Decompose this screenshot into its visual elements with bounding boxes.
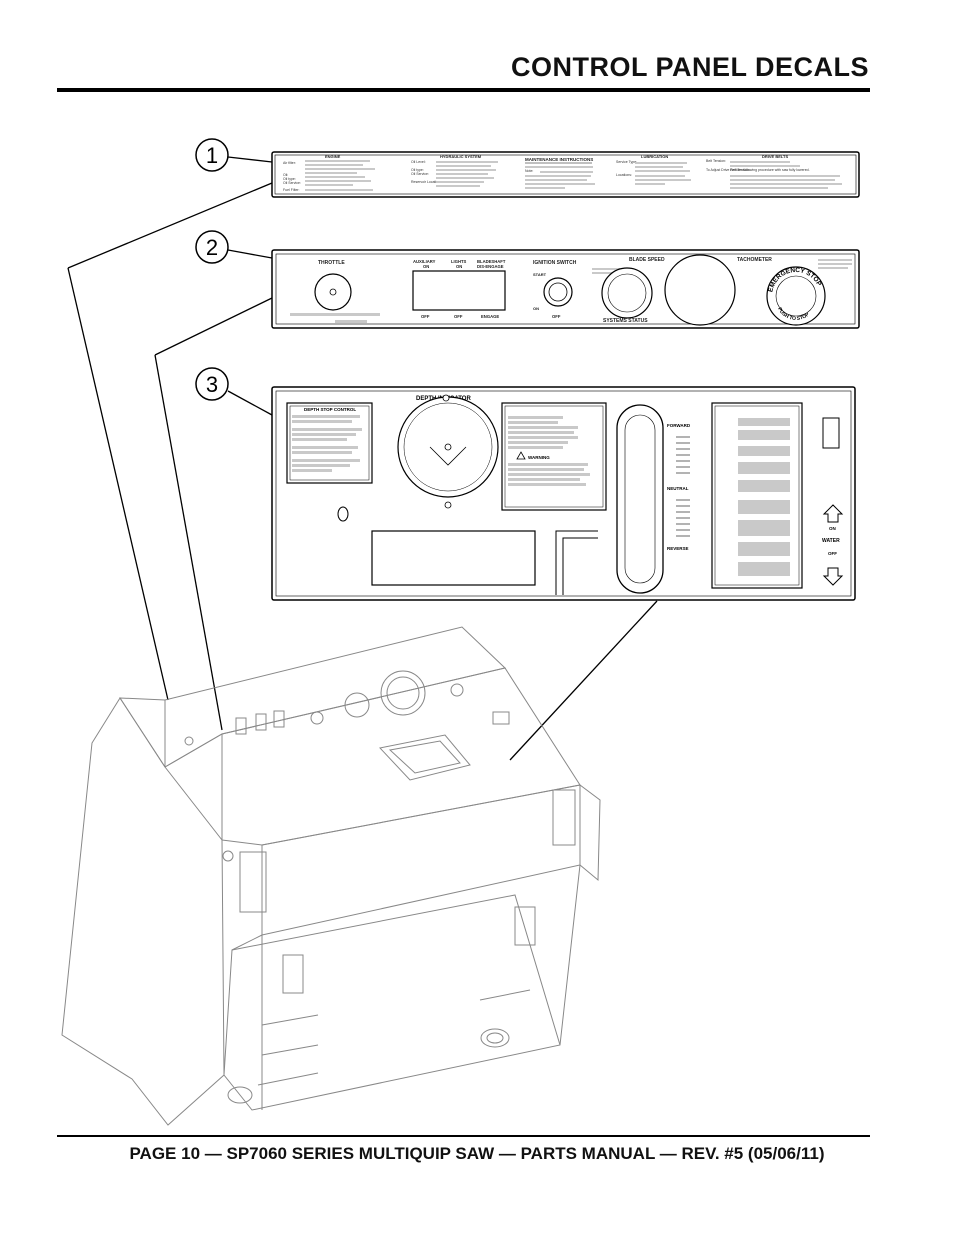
svg-text:MAINTENANCE INSTRUCTIONS: MAINTENANCE INSTRUCTIONS: [525, 157, 593, 162]
decal-1-maintenance: ENGINE HYDRAULIC SYSTEM MAINTENANCE INST…: [271, 151, 860, 198]
propel-slot: [616, 404, 664, 594]
svg-text:AUXILIARY: AUXILIARY: [413, 259, 436, 264]
svg-text:Service Type:: Service Type:: [616, 160, 637, 164]
svg-text:Reservoir Location:: Reservoir Location:: [411, 180, 441, 184]
svg-text:ON: ON: [533, 306, 539, 311]
svg-text:OFF: OFF: [454, 314, 463, 319]
svg-text:FORWARD: FORWARD: [667, 423, 691, 428]
svg-text:OFF: OFF: [421, 314, 430, 319]
callout-2: 2: [195, 230, 229, 264]
svg-text:OFF: OFF: [552, 314, 561, 319]
svg-text:Oil type:: Oil type:: [411, 168, 424, 172]
svg-text:Oil:: Oil:: [283, 173, 288, 177]
ignition-switch: [543, 277, 573, 307]
svg-text:SYSTEMS STATUS: SYSTEMS STATUS: [603, 318, 648, 324]
svg-text:BLADE SPEED: BLADE SPEED: [629, 257, 665, 263]
svg-text:NEUTRAL: NEUTRAL: [667, 486, 689, 491]
svg-text:2: 2: [206, 235, 218, 260]
svg-text:Perform following procedure wi: Perform following procedure with saw ful…: [730, 168, 810, 172]
page-footer: PAGE 10 — SP7060 SERIES MULTIQUIP SAW — …: [129, 1144, 825, 1163]
svg-text:Oil Service:: Oil Service:: [283, 181, 301, 185]
switch-window: [412, 270, 506, 311]
svg-text:THROTTLE: THROTTLE: [318, 260, 345, 266]
svg-text:START: START: [533, 272, 547, 277]
svg-text:DIS-ENGAGE: DIS-ENGAGE: [477, 264, 504, 269]
svg-text:Air filter:: Air filter:: [283, 161, 296, 165]
svg-text:ON: ON: [829, 526, 836, 531]
svg-text:Oil type:: Oil type:: [283, 177, 296, 181]
svg-text:DRIVE BELTS: DRIVE BELTS: [762, 154, 788, 159]
svg-text:WATER: WATER: [822, 538, 840, 544]
svg-text:TACHOMETER: TACHOMETER: [737, 257, 772, 263]
svg-text:OFF: OFF: [828, 551, 837, 556]
blade-speed-gauge: [601, 267, 653, 319]
footer-rule: [57, 1135, 870, 1137]
svg-text:HYDRAULIC SYSTEM: HYDRAULIC SYSTEM: [440, 154, 482, 159]
page-title: CONTROL PANEL DECALS: [510, 52, 869, 82]
svg-text:Fuel Filter:: Fuel Filter:: [283, 188, 300, 192]
svg-text:LIGHTS: LIGHTS: [451, 259, 467, 264]
callout-3: 3: [195, 367, 229, 401]
decal-3-main-panel: DEPTH INDICATOR DEPTH STOP CONTROL WARNI…: [271, 386, 856, 601]
svg-text:Oil Level:: Oil Level:: [411, 160, 426, 164]
callout-1: 1: [195, 138, 229, 172]
svg-text:DEPTH STOP CONTROL: DEPTH STOP CONTROL: [304, 407, 356, 412]
decal-2-control-switches: THROTTLE AUXILIARY LIGHTS BLADESHAFT ON …: [271, 249, 860, 329]
svg-text:ENGAGE: ENGAGE: [481, 314, 499, 319]
svg-text:Oil Service:: Oil Service:: [411, 172, 429, 176]
svg-text:ON: ON: [456, 264, 462, 269]
svg-text:Locations:: Locations:: [616, 173, 632, 177]
svg-text:ON: ON: [423, 264, 429, 269]
svg-text:WARNING: WARNING: [528, 455, 550, 460]
throttle-knob: [314, 273, 352, 311]
svg-text:ENGINE: ENGINE: [325, 154, 341, 159]
leader-lines: [67, 156, 658, 761]
svg-text:REVERSE: REVERSE: [667, 546, 689, 551]
control-housing: [61, 626, 601, 1126]
tachometer: [664, 254, 736, 326]
emergency-stop: [766, 266, 826, 326]
svg-text:LUBRICATION: LUBRICATION: [641, 154, 668, 159]
header-rule: [57, 88, 870, 92]
svg-text:To Adjust Drive Belt Tension:: To Adjust Drive Belt Tension:: [706, 168, 750, 172]
svg-text:3: 3: [206, 372, 218, 397]
svg-text:Note:: Note:: [525, 169, 533, 173]
svg-text:BLADESHAFT: BLADESHAFT: [477, 259, 506, 264]
svg-text:Belt Tension:: Belt Tension:: [706, 159, 726, 163]
svg-text:1: 1: [206, 143, 218, 168]
svg-text:IGNITION SWITCH: IGNITION SWITCH: [533, 260, 577, 266]
